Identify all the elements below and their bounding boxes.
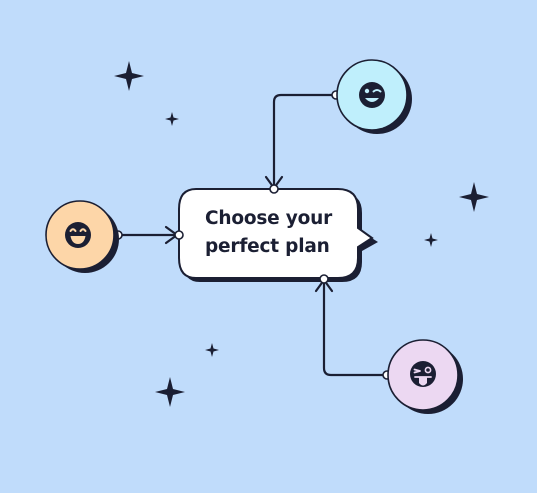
port-bubble-top bbox=[269, 184, 279, 194]
sparkle-icon bbox=[459, 182, 489, 212]
port-bubble-bottom bbox=[319, 274, 329, 284]
sparkle-icon bbox=[165, 112, 179, 126]
sparkle-decorations bbox=[114, 61, 489, 407]
connector-top bbox=[272, 93, 338, 190]
bubble-body bbox=[178, 188, 374, 279]
connector-bottom bbox=[322, 278, 389, 377]
node-top-right bbox=[336, 59, 412, 134]
node-left bbox=[45, 200, 119, 273]
sparkle-icon bbox=[114, 61, 144, 91]
port-bubble-left bbox=[174, 230, 184, 240]
speech-bubble bbox=[178, 188, 378, 282]
bubble-text: Choose your perfect plan bbox=[205, 205, 355, 261]
grinning-face-icon bbox=[65, 222, 91, 248]
sparkle-icon bbox=[155, 377, 185, 407]
node-bottom-right bbox=[387, 339, 463, 414]
bubble-text-line-2: perfect plan bbox=[205, 236, 330, 257]
sparkle-icon bbox=[424, 233, 438, 247]
winking-face-icon bbox=[359, 82, 385, 108]
bubble-text-line-1: Choose your bbox=[205, 208, 333, 229]
sparkle-icon bbox=[205, 343, 219, 357]
tongue-out-winking-face-icon bbox=[410, 361, 436, 387]
